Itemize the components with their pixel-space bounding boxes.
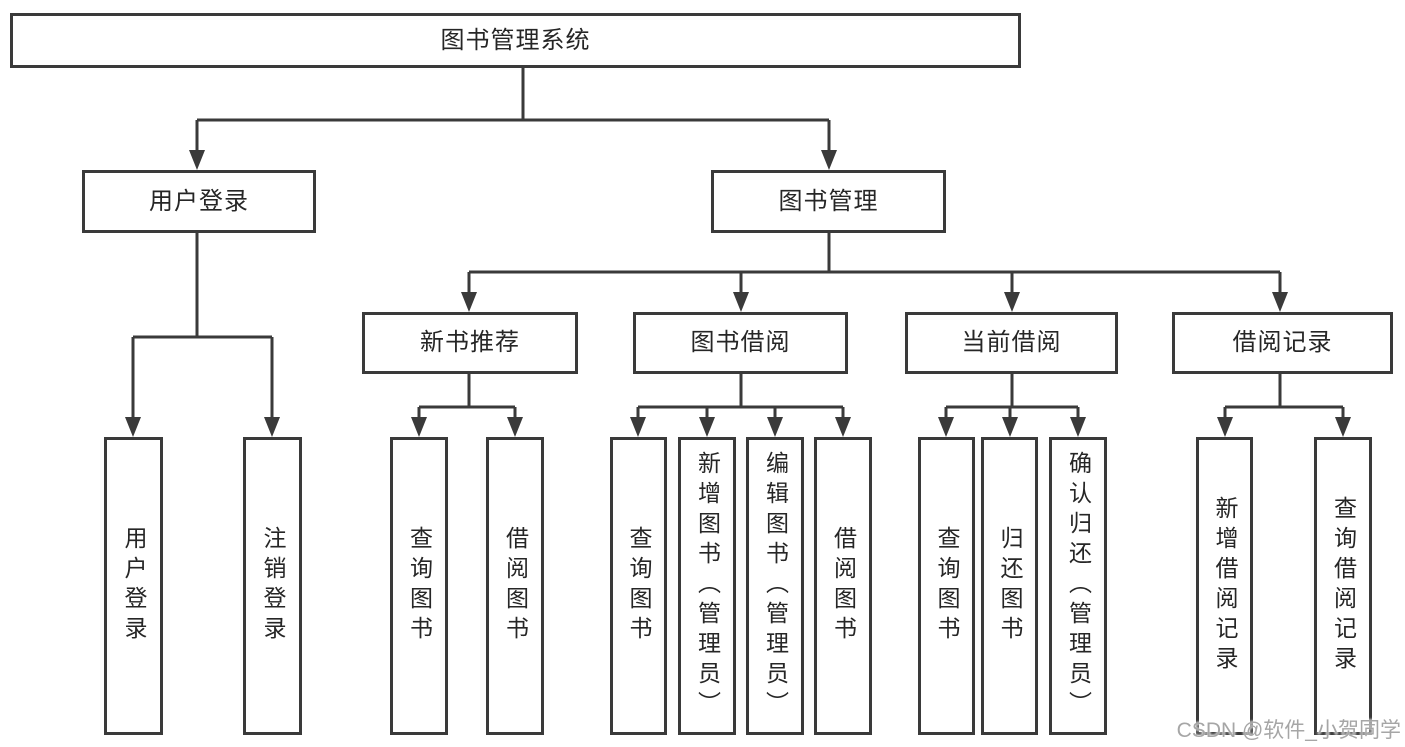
node-user-login-leaf-label: 用户登录 xyxy=(121,526,147,646)
node-confirm-return-admin: 确认归还（管理员） xyxy=(1049,437,1107,735)
node-query-books: 查询图书 xyxy=(390,437,448,735)
connector-book-borrowing xyxy=(630,374,851,437)
node-query-borrow-record: 查询借阅记录 xyxy=(1314,437,1372,735)
connector-new-book-recommend xyxy=(411,374,523,437)
node-borrow-books-label: 借阅图书 xyxy=(830,526,857,646)
node-query-books: 查询图书 xyxy=(610,437,667,735)
node-current-borrowing: 当前借阅 xyxy=(905,312,1118,374)
node-borrow-books: 借阅图书 xyxy=(814,437,872,735)
node-book-borrowing-label: 图书借阅 xyxy=(690,329,791,356)
node-book-borrowing: 图书借阅 xyxy=(633,312,848,374)
node-query-books-label: 查询图书 xyxy=(934,526,960,646)
node-user-login-label: 用户登录 xyxy=(149,187,249,215)
node-new-book-recommend: 新书推荐 xyxy=(362,312,578,374)
connector-user-login xyxy=(125,233,280,437)
node-book-management-label: 图书管理 xyxy=(778,187,879,215)
node-user-login: 用户登录 xyxy=(82,170,316,233)
node-query-books-label: 查询图书 xyxy=(626,526,652,646)
node-edit-books-admin-label: 编辑图书（管理员） xyxy=(762,451,789,721)
node-add-borrow-record-label: 新增借阅记录 xyxy=(1212,496,1238,676)
node-logout: 注销登录 xyxy=(243,437,302,735)
node-book-management: 图书管理 xyxy=(711,170,946,233)
node-borrow-books: 借阅图书 xyxy=(486,437,544,735)
node-user-login-leaf: 用户登录 xyxy=(104,437,163,735)
node-borrowing-records-label: 借阅记录 xyxy=(1232,329,1333,356)
node-query-borrow-record-label: 查询借阅记录 xyxy=(1330,496,1357,676)
connector-book-management xyxy=(461,233,1288,312)
node-library-system: 图书管理系统 xyxy=(10,13,1021,68)
node-return-books: 归还图书 xyxy=(981,437,1038,735)
node-confirm-return-admin-label: 确认归还（管理员） xyxy=(1065,451,1092,721)
node-add-books-admin: 新增图书（管理员） xyxy=(678,437,736,735)
connector-root xyxy=(189,68,837,170)
node-library-system-label: 图书管理系统 xyxy=(440,26,591,54)
node-query-books: 查询图书 xyxy=(918,437,975,735)
node-add-books-admin-label: 新增图书（管理员） xyxy=(694,451,721,721)
node-borrowing-records: 借阅记录 xyxy=(1172,312,1393,374)
node-new-book-recommend-label: 新书推荐 xyxy=(420,329,520,356)
node-logout-label: 注销登录 xyxy=(260,526,286,646)
node-borrow-books-label: 借阅图书 xyxy=(502,526,529,646)
node-current-borrowing-label: 当前借阅 xyxy=(961,329,1062,356)
node-return-books-label: 归还图书 xyxy=(997,526,1023,646)
csdn-watermark: CSDN @软件_小贺同学 xyxy=(1176,719,1401,742)
node-edit-books-admin: 编辑图书（管理员） xyxy=(746,437,804,735)
node-add-borrow-record: 新增借阅记录 xyxy=(1196,437,1253,735)
connector-borrowing-records xyxy=(1217,374,1351,437)
node-query-books-label: 查询图书 xyxy=(406,526,433,646)
connector-current-borrowing xyxy=(938,374,1086,437)
